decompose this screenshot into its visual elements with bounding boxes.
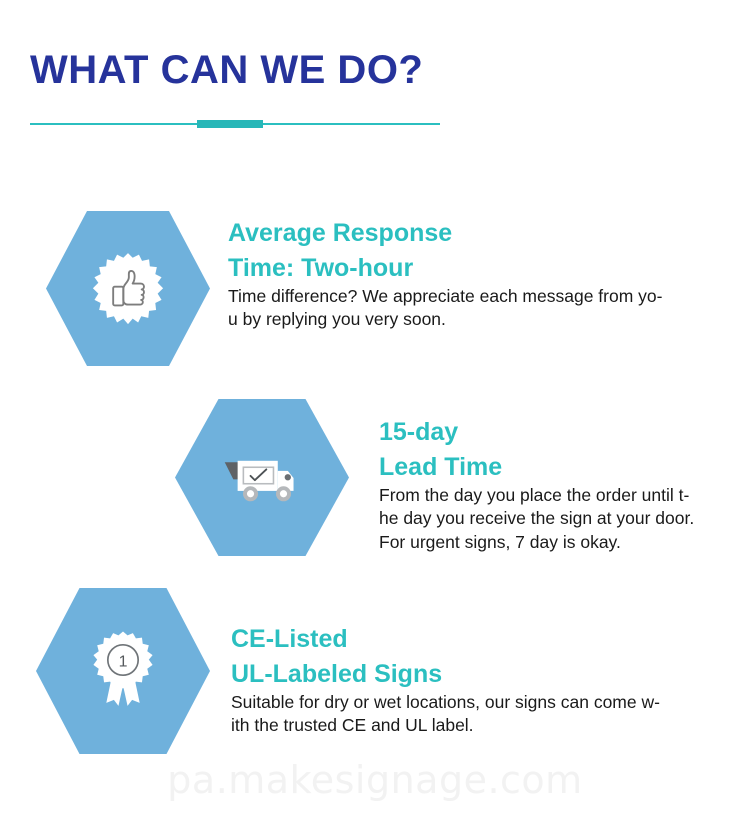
feature-heading-line2: UL-Labeled Signs — [231, 659, 443, 688]
feature-text-3: CE-Listed UL-Labeled Signs Suitable for … — [231, 622, 660, 738]
feature-body-line2: u by replying you very soon. — [228, 309, 446, 330]
page-title: WHAT CAN WE DO? — [30, 48, 424, 92]
feature-text-1: Average Response Time: Two-hour Time dif… — [228, 216, 662, 332]
feature-heading-line1: 15-day — [379, 418, 459, 446]
feature-body-line1: Time difference? We appreciate each mess… — [228, 286, 663, 306]
feature-body-line1: From the day you place the order until t… — [379, 485, 690, 505]
thumbs-up-badge-icon — [46, 211, 210, 366]
delivery-truck-icon — [175, 399, 349, 556]
feature-heading-line2: Lead Time — [379, 452, 503, 481]
feature-body-line3: For urgent signs, 7 day is okay. — [379, 531, 621, 552]
feature-heading-line1: Average Response — [228, 219, 453, 247]
feature-text-2: 15-day Lead Time From the day you place … — [379, 415, 694, 554]
feature-heading-line2: Time: Two-hour — [228, 253, 414, 282]
feature-body-line2: ith the trusted CE and UL label. — [231, 715, 474, 736]
title-divider — [30, 118, 440, 130]
feature-icon-hexagon-1 — [46, 211, 210, 366]
feature-body-line1: Suitable for dry or wet locations, our s… — [231, 692, 660, 712]
feature-body-line2: he day you receive the sign at your door… — [379, 508, 695, 529]
feature-icon-hexagon-3: 1 — [36, 588, 210, 754]
divider-accent-bar — [197, 120, 263, 128]
award-ribbon-icon: 1 — [36, 588, 210, 754]
feature-icon-hexagon-2 — [175, 399, 349, 556]
award-badge-number: 1 — [119, 653, 128, 670]
site-watermark: pa.makesignage.com — [167, 758, 583, 802]
feature-heading-line1: CE-Listed — [231, 625, 348, 653]
